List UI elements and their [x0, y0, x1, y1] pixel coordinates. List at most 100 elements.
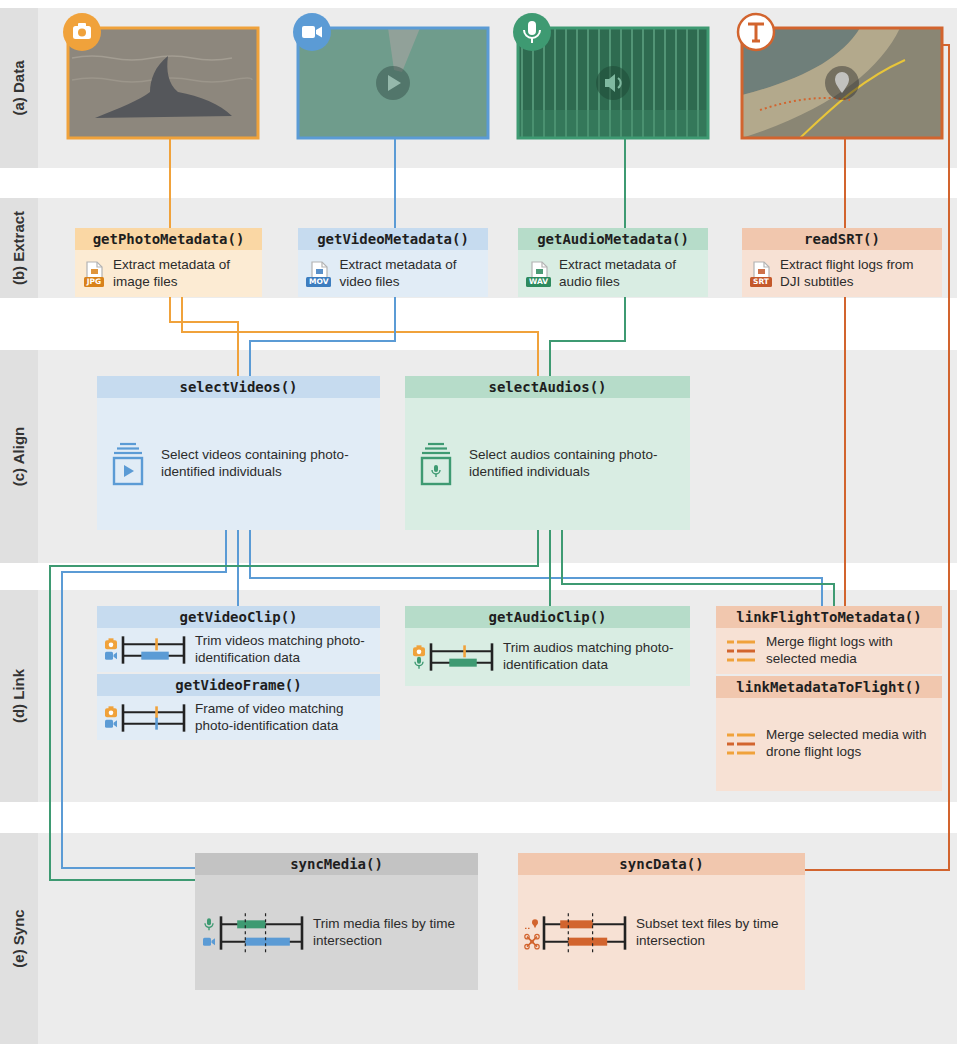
- spectrogram-band: [518, 110, 708, 138]
- function-name: getVideoMetadata(): [298, 228, 488, 250]
- timeline-end: [122, 704, 125, 731]
- water-wave: [72, 56, 232, 60]
- file-fold: [322, 262, 327, 267]
- drone-glyph: [530, 939, 534, 943]
- function-box: selectVideos()Select videos containing p…: [97, 376, 380, 530]
- stack-line: [114, 452, 142, 454]
- timeline-tick: [155, 706, 158, 718]
- list-icon: [726, 639, 756, 663]
- pin-glyph: [835, 72, 849, 93]
- stage-label: (b) Extract: [0, 198, 38, 298]
- timeline-tick: [463, 645, 466, 657]
- stack-line: [428, 443, 444, 445]
- stage-band: (b) ExtractgetPhotoMetadata()JPGExtract …: [0, 198, 957, 298]
- mic-glyph: [207, 918, 211, 925]
- camera-glyph: [105, 708, 117, 717]
- file-type-tag: WAV: [526, 277, 551, 287]
- stage-label: (e) Sync: [0, 833, 38, 1044]
- timeline-row: [123, 723, 184, 725]
- timeline-icon: [201, 907, 305, 959]
- photo-badge: [63, 13, 101, 51]
- tile-border: [742, 28, 942, 138]
- function-name: readSRT(): [742, 228, 942, 250]
- spectrogram-tile: [518, 28, 708, 138]
- function-name: getVideoClip(): [97, 606, 380, 628]
- intersection-line: [592, 913, 593, 952]
- box-body: Merge flight logs with selected media: [716, 628, 942, 674]
- description-column: Extract metadata of audio files: [559, 257, 700, 291]
- mic-glyph: [531, 38, 533, 43]
- timeline-end: [543, 916, 546, 949]
- list-icon: [726, 732, 756, 756]
- timeline-end: [220, 916, 223, 949]
- box-body: SRTExtract flight logs from DJI subtitle…: [742, 250, 942, 297]
- play-glyph: [124, 465, 134, 477]
- flight-track: [760, 98, 850, 110]
- camera-glyph: [109, 706, 114, 709]
- mic-glyph: [418, 666, 419, 669]
- list-bullet: [727, 734, 734, 737]
- description-column: Trim videos matching photo-identificatio…: [195, 633, 374, 667]
- icon: [201, 907, 305, 959]
- timeline-end: [430, 643, 433, 670]
- icon: [103, 633, 187, 667]
- camera-glyph: [109, 638, 114, 641]
- box-body: Trim media files by time intersection: [195, 875, 478, 990]
- function-box: syncMedia()Trim media files by time inte…: [195, 853, 478, 990]
- pin-trail: [525, 927, 531, 928]
- box-body: Trim audios matching photo-identificatio…: [405, 628, 690, 686]
- camera-lens: [109, 711, 114, 716]
- list-line: [737, 734, 755, 737]
- video-glyph: [105, 652, 113, 660]
- description-column: Trim audios matching photo-identificatio…: [503, 640, 684, 674]
- description: Extract flight logs from DJI subtitles: [780, 257, 934, 291]
- tile-wire: [394, 138, 396, 228]
- mic-glyph: [432, 470, 440, 474]
- function-box: getAudioMetadata()WAVExtract metadata of…: [518, 228, 708, 297]
- pin-glyph: [533, 923, 538, 928]
- stack-frame: [422, 458, 450, 484]
- description: Merge flight logs with selected media: [766, 634, 932, 668]
- drone-rotor: [525, 944, 529, 948]
- stack-line: [425, 447, 447, 449]
- flight-track: [800, 60, 905, 138]
- connector: [549, 530, 551, 606]
- function-box: getVideoMetadata()MOVExtract metadata of…: [298, 228, 488, 297]
- function-box: syncData()Subset text files by time inte…: [518, 853, 805, 990]
- timeline-icon: [103, 701, 187, 735]
- camera-glyph: [73, 26, 91, 39]
- tile-border: [68, 28, 258, 138]
- description-column: Merge selected media with drone flight l…: [766, 727, 932, 761]
- list-bullet: [727, 743, 734, 746]
- mic-glyph: [435, 474, 436, 477]
- timeline-tick: [155, 638, 158, 650]
- timeline-bar: [141, 652, 168, 660]
- box-body: Trim videos matching photo-identificatio…: [97, 628, 380, 672]
- timeline-end: [301, 916, 304, 949]
- function-name: selectVideos(): [97, 376, 380, 398]
- video-glyph: [302, 26, 315, 38]
- timeline-row: [431, 650, 492, 652]
- camera-glyph: [78, 23, 86, 27]
- file-mark: [316, 269, 323, 274]
- file-fold: [97, 262, 102, 267]
- description-column: Merge flight logs with selected media: [766, 634, 932, 668]
- camera-glyph: [417, 645, 422, 648]
- file-mark: [91, 269, 98, 274]
- function-box: linkFlightToMetadata()Merge flight logs …: [716, 606, 942, 674]
- description-column: Select audios containing photo-identifie…: [469, 447, 659, 481]
- box-body: MOVExtract metadata of video files: [298, 250, 488, 297]
- photo-tile: [68, 28, 258, 138]
- video-glyph: [212, 938, 216, 945]
- description-column: Trim media files by time intersection: [313, 916, 472, 950]
- video-tile: [298, 28, 488, 138]
- stage-band: (e) Sync syncMedia()Trim media files by t…: [0, 833, 957, 1044]
- mic-glyph: [205, 923, 213, 927]
- description-column: Subset text files by time intersection: [636, 916, 799, 950]
- description: Trim media files by time intersection: [313, 916, 472, 950]
- list-line: [737, 752, 755, 755]
- timeline-bar: [449, 659, 476, 667]
- function-name: selectAudios(): [405, 376, 690, 398]
- map-tile: [742, 28, 942, 138]
- list-bullet: [727, 649, 734, 652]
